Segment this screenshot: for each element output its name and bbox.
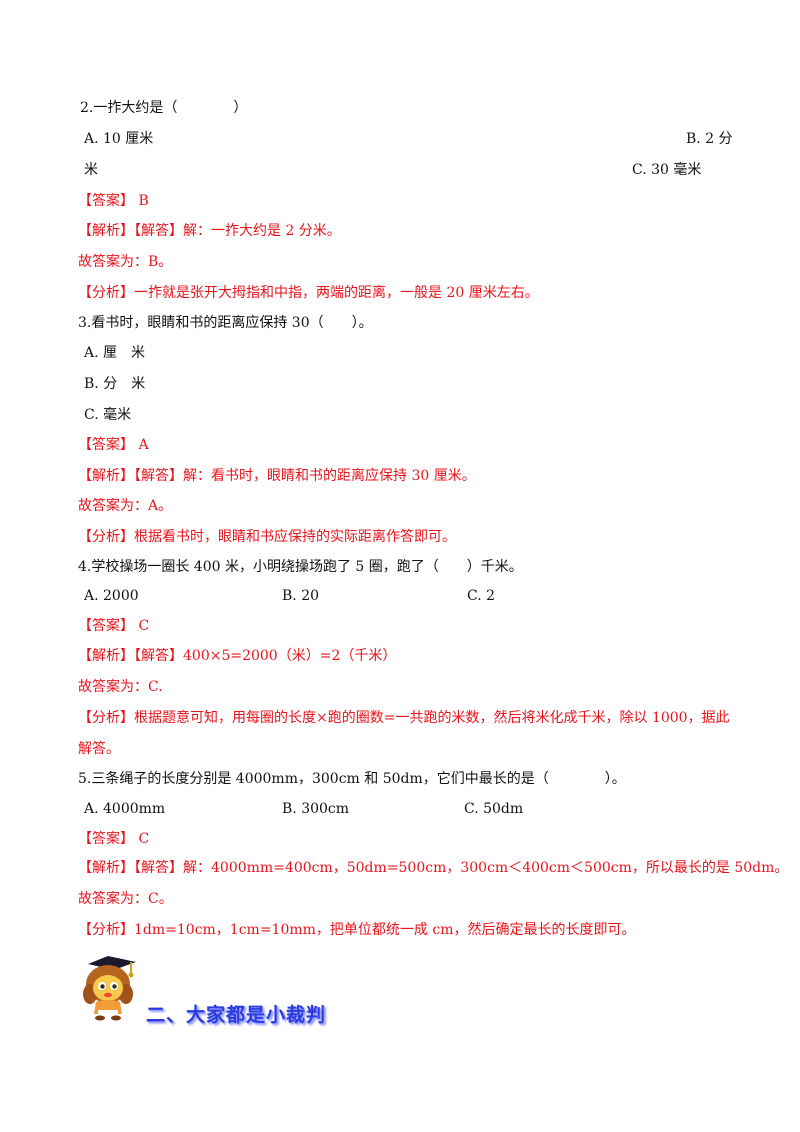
q2-stem: 2.一拃大约是（ ）	[80, 100, 248, 116]
q5-note: 【分析】1dm=10cm，1cm=10mm，把单位都统一成 cm，然后确定最长的…	[78, 922, 636, 938]
q5-answer: 【答案】 C	[78, 831, 150, 847]
q4-option-a: A. 2000	[84, 588, 139, 604]
q3-option-a: A. 厘 米	[84, 345, 146, 361]
q5-conclusion: 故答案为：C。	[78, 891, 173, 907]
q4-analysis: 【解析】【解答】400×5=2000（米）=2（千米）	[78, 648, 397, 664]
q2-conclusion: 故答案为：B。	[78, 254, 173, 270]
q5-option-a: A. 4000mm	[84, 801, 166, 817]
q4-note: 【分析】根据题意可知，用每圈的长度×跑的圈数=一共跑的米数，然后将米化成千米，除…	[78, 710, 730, 726]
q4-stem: 4.学校操场一圈长 400 米，小明绕操场跑了 5 圈，跑了（ ）千米。	[78, 559, 523, 575]
q5-option-b: B. 300cm	[282, 801, 350, 817]
q4-option-b: B. 20	[282, 588, 320, 604]
q3-option-c: C. 毫米	[84, 407, 132, 423]
q3-note: 【分析】根据看书时，眼睛和书应保持的实际距离作答即可。	[78, 529, 456, 545]
q4-option-c: C. 2	[467, 588, 496, 604]
q3-answer: 【答案】 A	[78, 437, 149, 453]
q2-analysis: 【解析】【解答】解：一拃大约是 2 分米。	[78, 223, 341, 239]
q2-option-a: A. 10 厘米	[84, 131, 154, 147]
q3-option-b: B. 分 米	[84, 376, 146, 392]
q3-conclusion: 故答案为：A。	[78, 498, 173, 514]
q2-option-c: C. 30 毫米	[632, 162, 702, 178]
q2-option-b-continued: 米	[84, 162, 98, 178]
q5-analysis: 【解析】【解答】解：4000mm=400cm，50dm=500cm，300cm＜…	[78, 860, 789, 876]
q2-option-b: B. 2 分	[686, 131, 733, 147]
q5-stem: 5.三条绳子的长度分别是 4000mm，300cm 和 50dm，它们中最长的是…	[78, 771, 626, 787]
section-title: 二、大家都是小裁判	[146, 1004, 327, 1026]
q4-note-continued: 解答。	[78, 741, 120, 757]
q2-answer: 【答案】 B	[78, 193, 149, 209]
q4-conclusion: 故答案为：C.	[78, 679, 163, 695]
q3-analysis: 【解析】【解答】解：看书时，眼睛和书的距离应保持 30 厘米。	[78, 468, 476, 484]
q5-option-c: C. 50dm	[464, 801, 524, 817]
q4-answer: 【答案】 C	[78, 618, 150, 634]
q2-note: 【分析】一拃就是张开大拇指和中指，两端的距离，一般是 20 厘米左右。	[78, 285, 539, 301]
graduate-girl-mascot-icon	[78, 952, 148, 1022]
q3-stem: 3.看书时，眼睛和书的距离应保持 30（ ）。	[78, 315, 373, 331]
